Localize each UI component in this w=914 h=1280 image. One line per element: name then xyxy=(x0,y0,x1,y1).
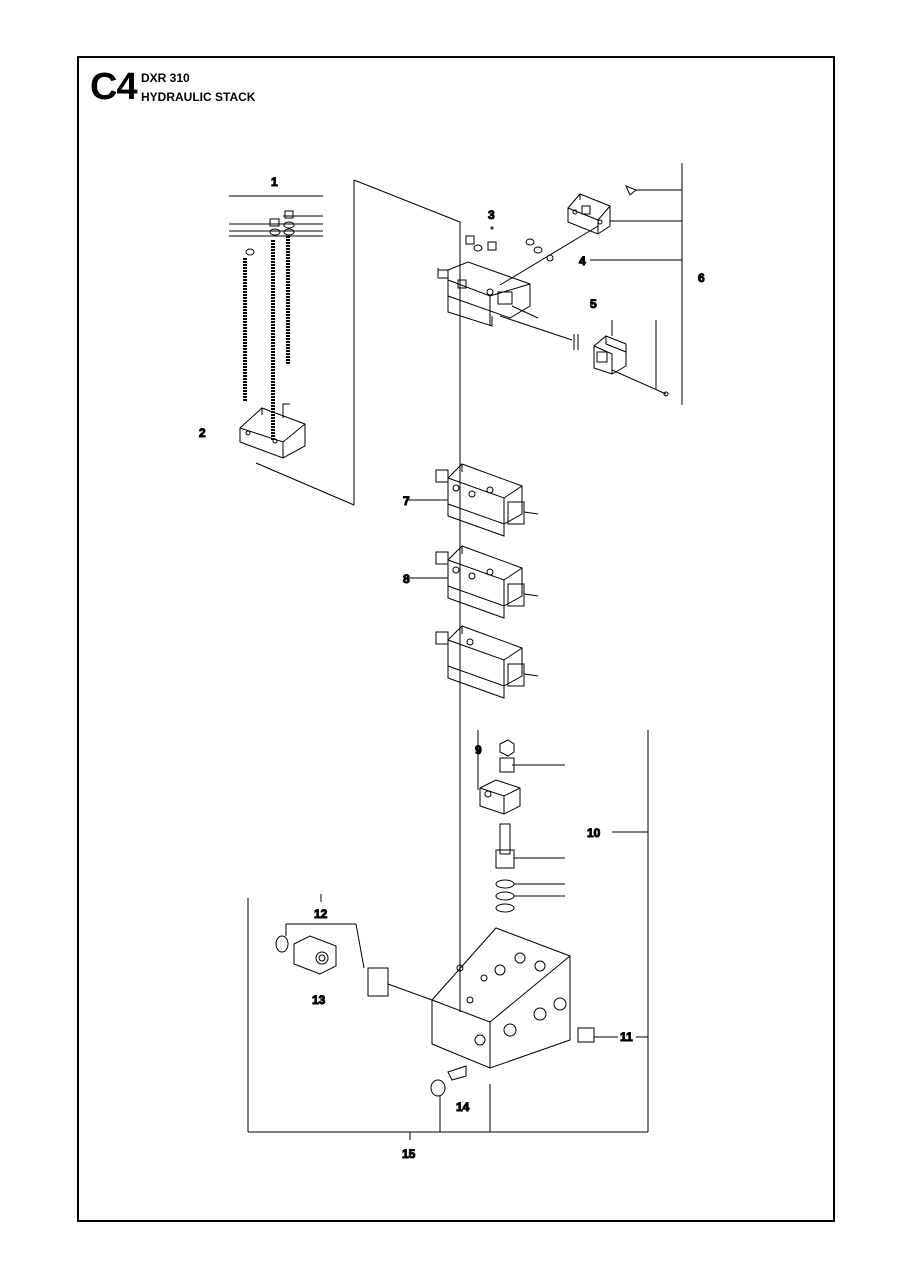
callout-6: 6 xyxy=(698,271,705,285)
callout-11: 11 xyxy=(620,1030,633,1044)
callout-15: 15 xyxy=(402,1147,416,1161)
valve-section-8 xyxy=(408,545,539,619)
valve-section-7 xyxy=(408,463,539,537)
callout-9: 9 xyxy=(475,743,482,757)
valve-section-lower xyxy=(435,625,539,699)
diagram-title: HYDRAULIC STACK xyxy=(141,90,256,104)
section-code: C4 xyxy=(90,66,138,108)
callout-2: 2 xyxy=(199,426,206,440)
model-name: DXR 310 xyxy=(141,71,190,85)
callout-8: 8 xyxy=(403,572,410,586)
tie-rod-assembly xyxy=(229,179,461,506)
page-frame xyxy=(77,56,835,1222)
callout-7: 7 xyxy=(403,494,410,508)
callout-4: 4 xyxy=(579,254,586,268)
callout-10: 10 xyxy=(587,826,601,840)
callout-14: 14 xyxy=(456,1100,470,1114)
relief-valve-parts xyxy=(477,730,649,1132)
inlet-block xyxy=(247,894,648,1140)
callout-12: 12 xyxy=(314,907,328,921)
callout-1: 1 xyxy=(271,175,278,189)
callout-5: 5 xyxy=(590,297,597,311)
callout-3: 3 xyxy=(488,208,495,222)
top-valve-section xyxy=(437,163,683,1012)
callout-13: 13 xyxy=(312,993,326,1007)
